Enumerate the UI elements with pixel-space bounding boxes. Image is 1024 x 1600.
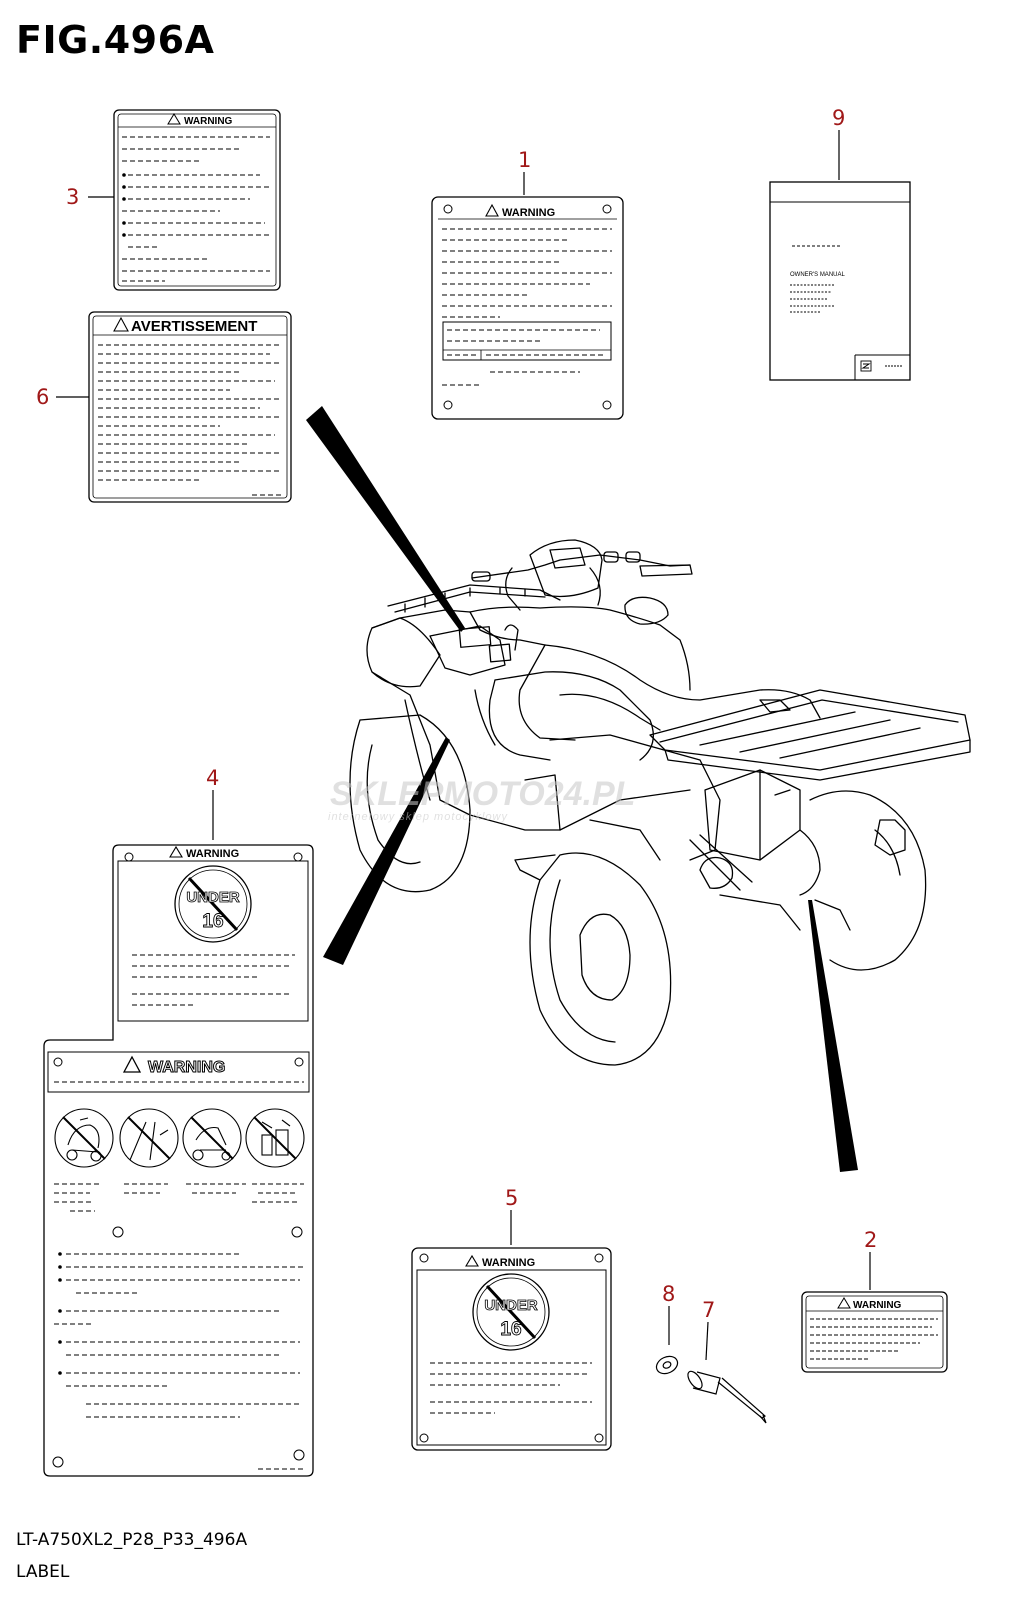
warning-triangle-icon (485, 203, 499, 217)
callout-6: 6 (36, 385, 50, 409)
callout-7: 7 (702, 1298, 716, 1322)
warning-triangle-icon (837, 1297, 851, 1309)
warning-triangle-icon (169, 845, 183, 858)
warning-triangle-icon (122, 1055, 142, 1073)
figure-name: LABEL (16, 1562, 70, 1582)
callout-4: 4 (206, 766, 220, 790)
watermark: SKLEPMOTO24.PL internetowy sklep motocyk… (328, 775, 635, 823)
no-under-influence-icon (245, 1108, 305, 1168)
label-5-warning: WARNING UNDER 16 (411, 1247, 612, 1451)
no-under-16-icon: UNDER 16 (472, 1273, 550, 1351)
leader-wedge-1 (306, 406, 465, 632)
label-3-heading: WARNING (184, 116, 233, 127)
callout-leaders (56, 130, 871, 1361)
label-9-owners-manual: OWNER'S MANUAL (769, 181, 911, 381)
label-6-heading: AVERTISSEMENT (131, 318, 257, 335)
label-2-heading: WARNING (853, 1300, 902, 1311)
label-5-heading: WARNING (482, 1257, 535, 1269)
leader-wedge-2 (808, 900, 858, 1172)
leader-wedge-4 (323, 737, 450, 965)
warning-triangle-icon (113, 316, 129, 332)
label-1-warning: WARNING (431, 196, 624, 420)
suzuki-logo-icon (860, 360, 872, 372)
label-6-avertissement: AVERTISSEMENT (88, 311, 292, 503)
label-2-warning: WARNING (801, 1291, 948, 1373)
watermark-brand: SKLEPMOTO24.PL (330, 775, 635, 813)
watermark-tagline: internetowy sklep motocyklowy (328, 811, 509, 823)
part-7-rivet-icon (687, 1370, 767, 1424)
age-text: 16 (500, 1319, 521, 1340)
age-text: 16 (202, 911, 223, 932)
callout-1: 1 (518, 148, 532, 172)
safety-pictograms (54, 1108, 305, 1168)
label-4-upper-heading: WARNING (186, 848, 239, 860)
callout-8: 8 (662, 1282, 676, 1306)
callout-2: 2 (864, 1228, 878, 1252)
warning-triangle-icon (465, 1254, 479, 1267)
under-text: UNDER (484, 1297, 538, 1314)
callout-3: 3 (66, 185, 80, 209)
label-4-warning: WARNING UNDER 16 WARNING (43, 844, 314, 1477)
owners-manual-text: OWNER'S MANUAL (790, 272, 845, 278)
no-paved-road-icon (119, 1108, 179, 1168)
callout-9: 9 (832, 106, 846, 130)
no-passenger-icon (54, 1108, 114, 1168)
label-3-warning: WARNING (113, 109, 281, 291)
no-under-16-icon: UNDER 16 (174, 865, 252, 943)
leader-wedges (306, 406, 858, 1172)
callout-5: 5 (505, 1186, 519, 1210)
warning-triangle-icon (167, 113, 181, 125)
no-drugs-alcohol-icon (182, 1108, 242, 1168)
part-8-washer-icon (655, 1355, 679, 1375)
label-4-lower-heading: WARNING (148, 1059, 225, 1076)
under-text: UNDER (186, 889, 240, 906)
figure-title: FIG.496A (16, 18, 215, 62)
label-1-heading: WARNING (502, 207, 555, 219)
figure-code: LT-A750XL2_P28_P33_496A (16, 1530, 248, 1550)
